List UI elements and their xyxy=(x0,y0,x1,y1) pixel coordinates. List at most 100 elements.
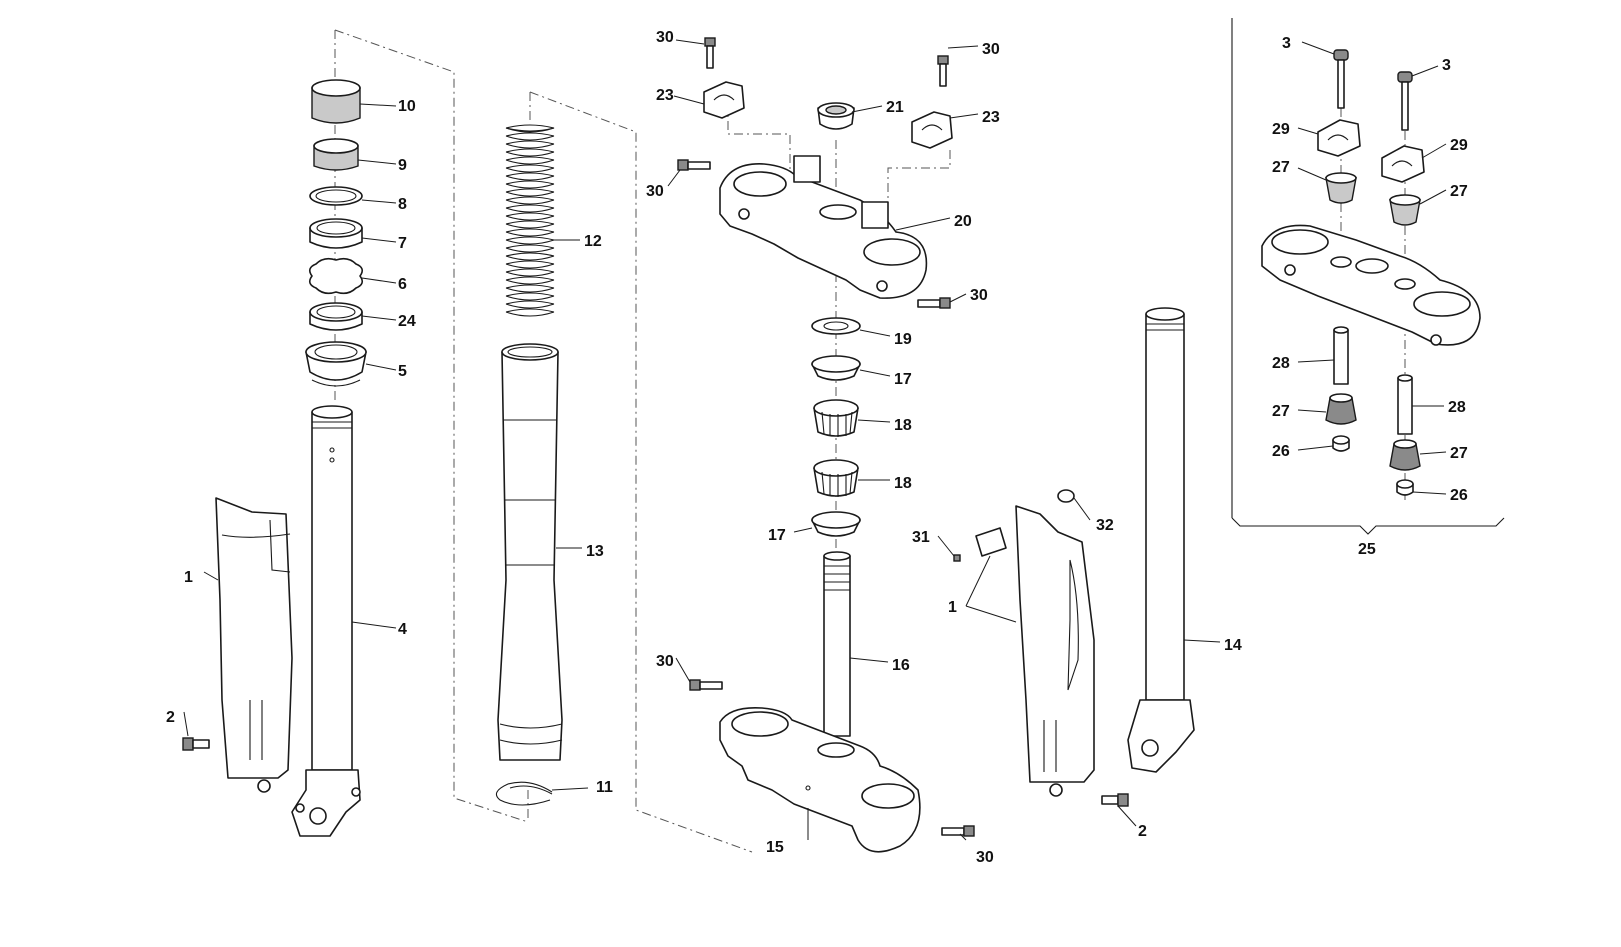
label-23-b: 23 xyxy=(982,109,1000,126)
label-16: 16 xyxy=(892,657,910,674)
label-3-b: 3 xyxy=(1442,57,1451,74)
part-1-fork-guard-left xyxy=(215,497,293,793)
label-27-c: 27 xyxy=(1272,403,1290,420)
part-20-upper-clamp-inset xyxy=(1261,224,1481,346)
part-27-rubber-b xyxy=(1389,194,1421,226)
part-24-dust-seal xyxy=(309,302,363,331)
part-17-bearing-race-bottom xyxy=(811,511,861,537)
label-21: 21 xyxy=(886,99,904,116)
part-8-ring xyxy=(309,186,363,206)
label-5: 5 xyxy=(398,363,407,380)
label-25: 25 xyxy=(1358,541,1376,558)
part-13-inner-tube xyxy=(497,343,563,761)
label-28-b: 28 xyxy=(1448,399,1466,416)
assembly-axes xyxy=(334,29,1406,853)
label-10: 10 xyxy=(398,98,416,115)
label-27-a: 27 xyxy=(1272,159,1290,176)
part-27-rubber-a xyxy=(1325,172,1357,204)
part-4-outer-tube xyxy=(291,405,361,837)
label-23-a: 23 xyxy=(656,87,674,104)
label-30-b: 30 xyxy=(646,183,664,200)
part-15-lower-triple-clamp xyxy=(719,706,921,853)
part-30-bolt-top-b xyxy=(937,55,949,87)
label-18-b: 18 xyxy=(894,475,912,492)
part-18-bearing-top xyxy=(813,399,859,437)
part-29-clamp-b xyxy=(1381,145,1425,183)
part-11-circlip xyxy=(495,781,553,806)
part-18-bearing-bottom xyxy=(813,459,859,497)
label-13: 13 xyxy=(586,543,604,560)
label-26-b: 26 xyxy=(1450,487,1468,504)
label-17-a: 17 xyxy=(894,371,912,388)
part-30-bolt-right xyxy=(917,297,951,309)
label-28-a: 28 xyxy=(1272,355,1290,372)
label-32: 32 xyxy=(1096,517,1114,534)
label-30-d: 30 xyxy=(970,287,988,304)
label-15: 15 xyxy=(766,839,784,856)
label-26-a: 26 xyxy=(1272,443,1290,460)
part-2-bolt-left xyxy=(182,737,210,751)
part-27-rubber-d xyxy=(1389,439,1421,471)
part-14-outer-tube-right xyxy=(1127,307,1195,773)
label-2-right: 2 xyxy=(1138,823,1147,840)
part-20-upper-triple-clamp xyxy=(719,155,928,299)
part-5-seal-cap xyxy=(305,341,367,387)
part-7-seal xyxy=(309,218,363,249)
part-2-bolt-right xyxy=(1101,793,1129,807)
label-7: 7 xyxy=(398,235,407,252)
label-3-a: 3 xyxy=(1282,35,1291,52)
label-30-e: 30 xyxy=(656,653,674,670)
label-18-a: 18 xyxy=(894,417,912,434)
label-30-a: 30 xyxy=(656,29,674,46)
part-30-bolt-left xyxy=(677,159,711,171)
part-32-nut xyxy=(1057,489,1075,503)
part-27-rubber-c xyxy=(1325,393,1357,425)
part-29-clamp-a xyxy=(1317,119,1361,157)
label-29-b: 29 xyxy=(1450,137,1468,154)
label-24: 24 xyxy=(398,313,416,330)
part-17-bearing-race-top xyxy=(811,355,861,381)
part-23-clamp-right xyxy=(911,111,953,149)
callout-labels: 10 9 8 7 6 24 5 4 1 2 12 13 11 30 23 30 … xyxy=(166,29,1468,866)
part-1-fork-guard-right xyxy=(1015,505,1095,797)
label-20: 20 xyxy=(954,213,972,230)
part-28-spacer-a xyxy=(1333,326,1349,385)
part-26-nut-b xyxy=(1396,479,1414,496)
label-2-left: 2 xyxy=(166,709,175,726)
label-27-b: 27 xyxy=(1450,183,1468,200)
part-21-nut xyxy=(817,102,855,130)
label-12: 12 xyxy=(584,233,602,250)
label-9: 9 xyxy=(398,157,407,174)
label-6: 6 xyxy=(398,276,407,293)
label-30-f: 30 xyxy=(976,849,994,866)
group-25-bracket xyxy=(1231,18,1505,535)
part-6-clip xyxy=(308,257,364,295)
part-19-washer xyxy=(811,317,861,335)
label-11: 11 xyxy=(596,779,613,796)
label-8: 8 xyxy=(398,196,407,213)
part-30-bolt-lower-right xyxy=(941,825,975,837)
part-12-spring xyxy=(505,124,555,317)
part-26-nut-a xyxy=(1332,435,1350,452)
part-10-bushing xyxy=(311,79,361,124)
part-9-bushing xyxy=(313,138,359,171)
part-3-bolt-a xyxy=(1333,49,1349,109)
part-30-bolt-top-a xyxy=(704,37,716,69)
label-1-left: 1 xyxy=(184,569,193,586)
part-30-bolt-lower-left xyxy=(689,679,723,691)
label-19: 19 xyxy=(894,331,912,348)
label-4: 4 xyxy=(398,621,407,638)
label-17-b: 17 xyxy=(768,527,786,544)
label-27-d: 27 xyxy=(1450,445,1468,462)
leader-lines xyxy=(183,39,1447,841)
part-16-steering-stem xyxy=(823,551,851,737)
label-1-right: 1 xyxy=(948,599,957,616)
part-3-bolt-b xyxy=(1397,71,1413,131)
label-14: 14 xyxy=(1224,637,1242,654)
label-29-a: 29 xyxy=(1272,121,1290,138)
part-31-cable-guide xyxy=(953,527,1007,562)
label-30-c: 30 xyxy=(982,41,1000,58)
part-23-clamp-left xyxy=(703,81,745,119)
part-28-spacer-b xyxy=(1397,374,1413,435)
